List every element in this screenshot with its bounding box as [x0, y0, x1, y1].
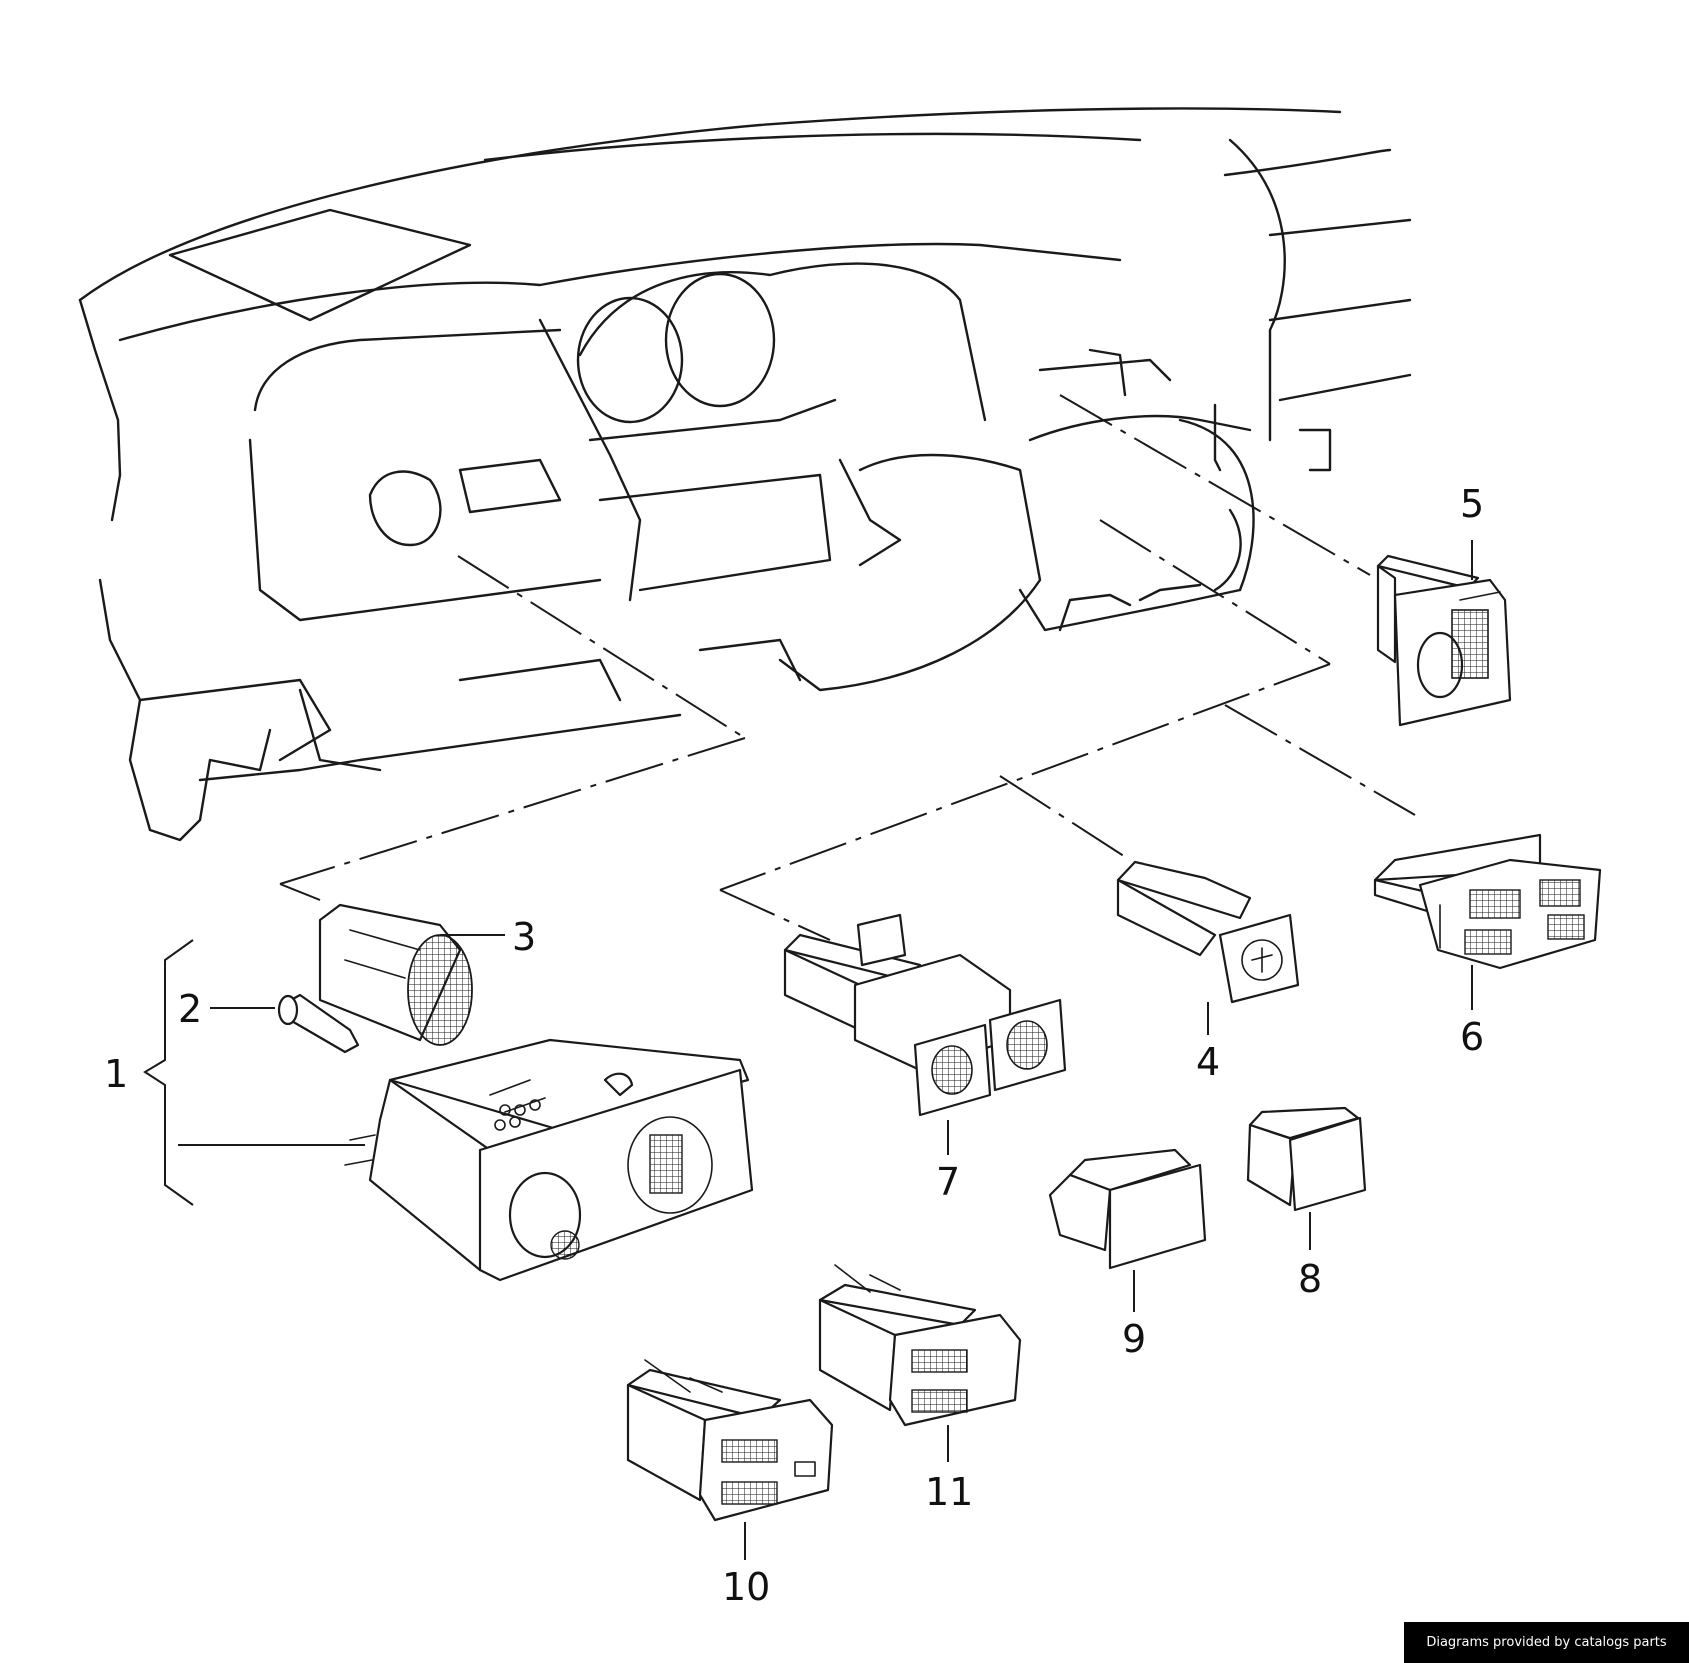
part-11-switch — [818, 1264, 1022, 1427]
projection-lines — [279, 394, 1416, 941]
callout-8: 8 — [1298, 1257, 1322, 1301]
part-3-regulator — [318, 903, 473, 1046]
callout-11: 11 — [925, 1470, 973, 1514]
callout-7: 7 — [936, 1160, 960, 1204]
part-9-switch — [1048, 1148, 1207, 1270]
part-6-switch — [1373, 833, 1602, 970]
credit-watermark: Diagrams provided by catalogs parts — [1404, 1622, 1689, 1663]
part-5-switch — [1376, 554, 1512, 727]
part-1-light-switch — [344, 1038, 754, 1282]
part-10-switch — [626, 1359, 834, 1522]
callout-9: 9 — [1122, 1317, 1146, 1361]
part-4-switch — [1116, 860, 1300, 1004]
callout-4: 4 — [1196, 1040, 1220, 1084]
callouts: 1 2 3 4 5 6 7 8 9 10 11 — [104, 482, 1484, 1609]
callout-2: 2 — [178, 987, 202, 1031]
callout-6: 6 — [1460, 1015, 1484, 1059]
callout-3: 3 — [512, 915, 536, 959]
dashboard-drawing — [78, 107, 1412, 842]
callout-10: 10 — [722, 1565, 770, 1609]
callout-1: 1 — [104, 1052, 128, 1096]
callout-5: 5 — [1460, 482, 1484, 526]
part-7-switch — [783, 913, 1067, 1117]
leader-lines — [143, 540, 1473, 1560]
part-2-bulb — [277, 993, 360, 1054]
part-8-switch — [1246, 1106, 1367, 1212]
